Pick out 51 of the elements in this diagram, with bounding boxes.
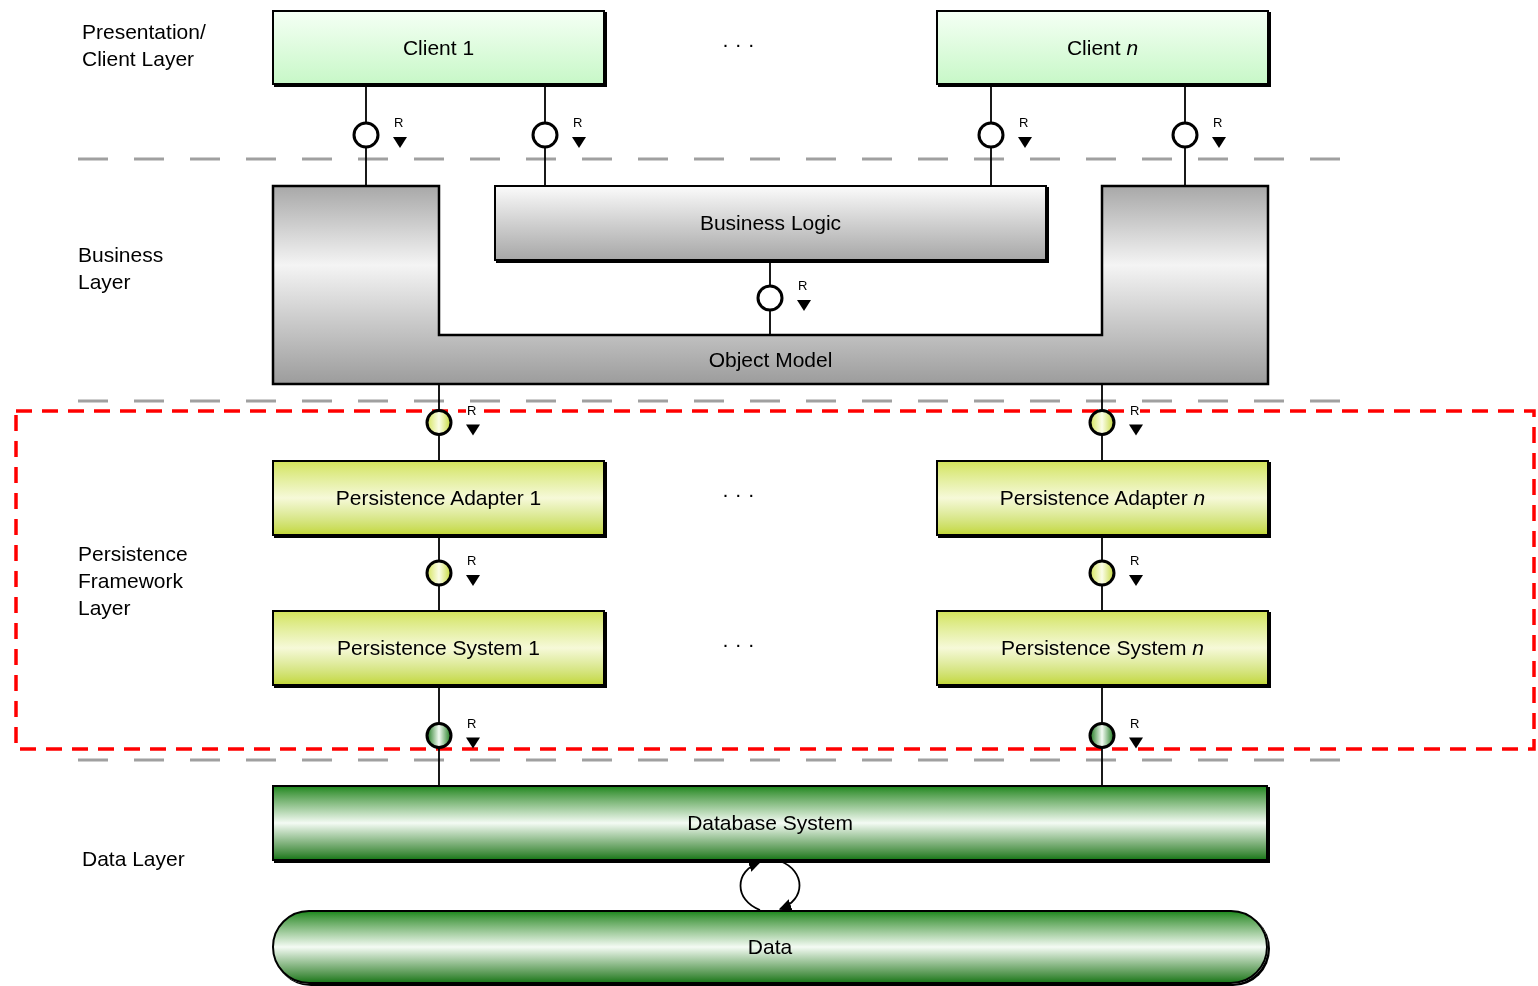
connector-line (1184, 84, 1186, 186)
node-label: Persistence System 1 (336, 635, 541, 662)
component-box (936, 10, 1269, 85)
component-box (272, 460, 605, 536)
node-label: Persistence System n (1000, 635, 1205, 662)
node-label: Client 1 (402, 34, 475, 61)
edge-label: R (1129, 716, 1141, 731)
object-model-shape (272, 185, 1269, 385)
node-label: Business Logic (699, 210, 842, 237)
node-label: Object Model (708, 347, 833, 374)
component-box (494, 185, 1047, 261)
edge-label: R (466, 403, 478, 418)
layer-label: · · · (722, 31, 756, 57)
connector-line (365, 84, 367, 186)
component-box (936, 610, 1269, 686)
edge-label: R (466, 716, 478, 731)
connector-line (739, 860, 762, 911)
connector-line (1101, 535, 1103, 611)
data-store (272, 910, 1268, 984)
edge-label: R (1129, 403, 1141, 418)
component-box (272, 785, 1268, 861)
connector-line (438, 535, 440, 611)
connector-line (769, 260, 771, 336)
layer-label: Business Layer (78, 242, 165, 295)
edge-label: R (1018, 116, 1030, 130)
layer-label: Presentation/ Client Layer (82, 19, 207, 72)
connector-line (438, 685, 440, 786)
connector-line (438, 384, 440, 461)
node-label: Persistence Framework Layer (78, 541, 189, 621)
layer-label: · · · (722, 481, 756, 507)
edge-label: R (1212, 116, 1224, 130)
node-label: Database System (687, 810, 853, 837)
node-label: Data (747, 934, 793, 961)
connector-line (1101, 384, 1103, 461)
component-box (272, 610, 605, 686)
connector-line (990, 84, 992, 186)
edge-label: R (797, 279, 809, 293)
edge-label: R (466, 554, 478, 568)
layer-label: Data Layer (82, 846, 186, 872)
edge-label: R (572, 116, 584, 130)
connector-line (778, 860, 801, 911)
component-box (272, 10, 605, 85)
connector-line (544, 84, 546, 186)
node-label: Persistence Adapter n (999, 485, 1206, 512)
edge-label: R (1129, 554, 1141, 568)
node-label: Client n (1066, 34, 1139, 61)
edge-label: R (393, 116, 405, 130)
connector-line (1101, 685, 1103, 786)
component-box (936, 460, 1269, 536)
layer-label: · · · (722, 631, 756, 657)
node-label: Persistence Adapter 1 (335, 485, 542, 512)
